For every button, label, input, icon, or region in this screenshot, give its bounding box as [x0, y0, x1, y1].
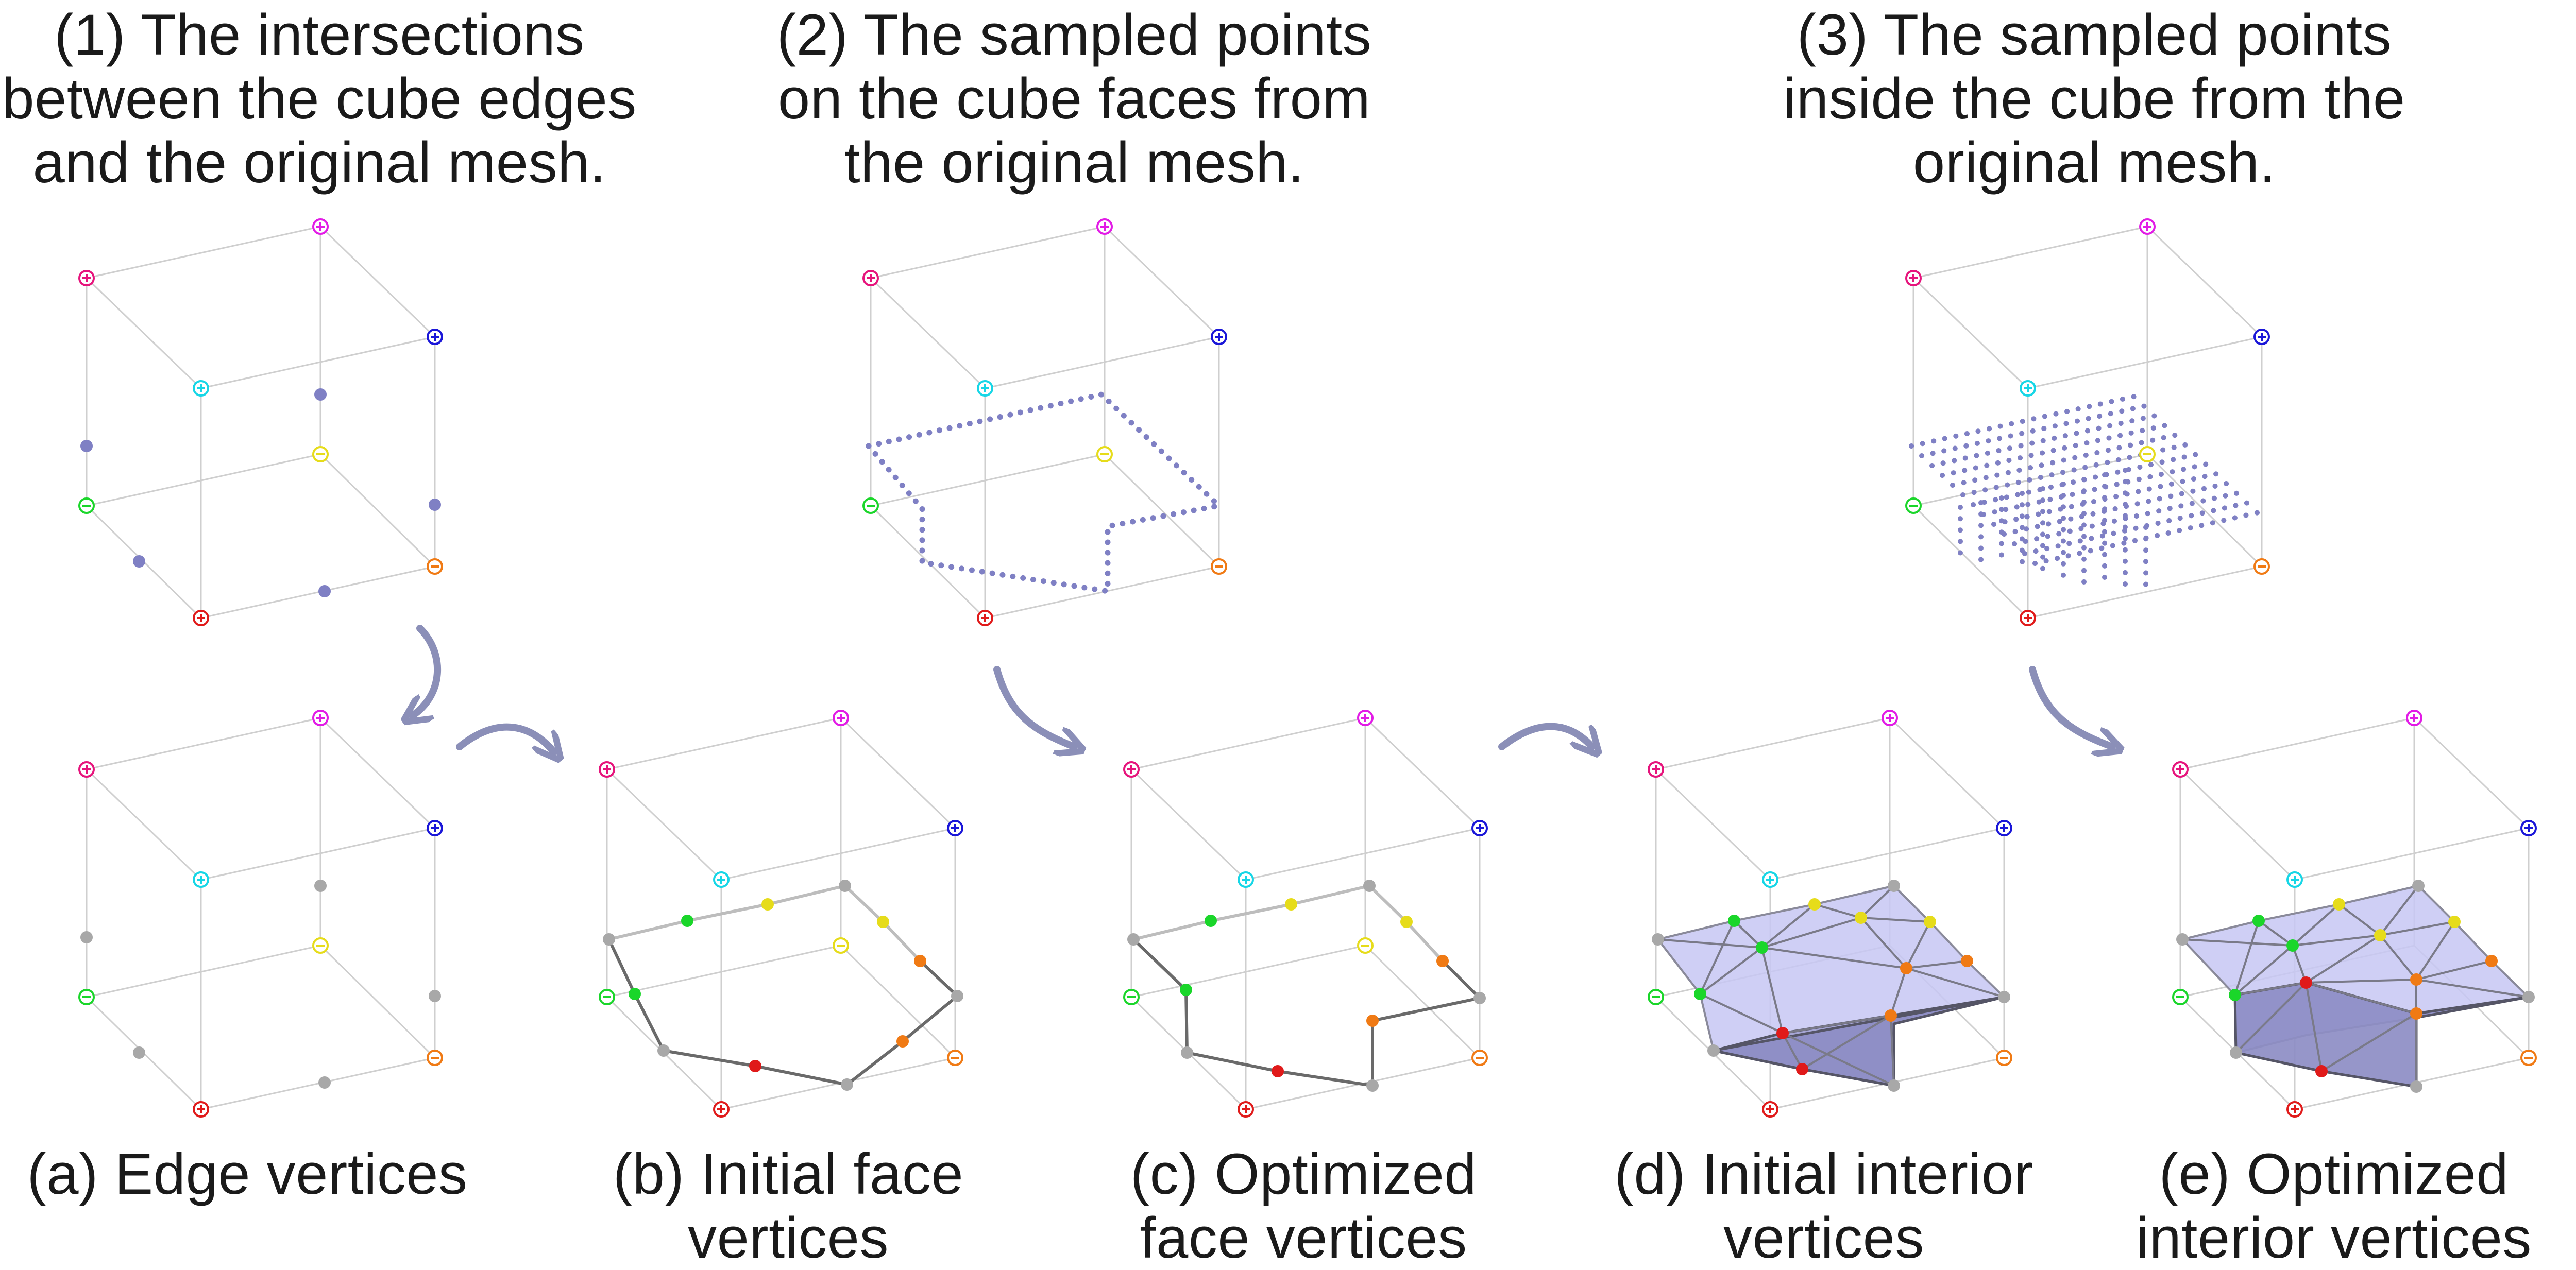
cube-wireframe [606, 717, 956, 1110]
cube-corner-markers [599, 710, 963, 1118]
cube-wireframe [1130, 717, 1481, 1110]
cube-interior-samples [1905, 218, 2270, 626]
cube-initial-interior-vertices [1648, 710, 2012, 1118]
interior-mesh [1657, 885, 2006, 1087]
cube-edge-intersections [78, 218, 443, 626]
cube-optimized-face-vertices [1123, 710, 1488, 1118]
face-sample-points [866, 391, 1222, 595]
edge-vertex-points [80, 880, 441, 1089]
title-interior-samples: (3) The sampled points inside the cube f… [1783, 3, 2405, 195]
face-vertex-points [603, 880, 963, 1091]
face-vertex-polyline [607, 884, 959, 1086]
arrow-down-1 [412, 625, 442, 716]
face-vertex-polyline [1132, 884, 1481, 1087]
arrow-right-1 [456, 723, 554, 752]
arrow-down-2 [993, 666, 1074, 747]
cube-corner-markers [1905, 218, 2270, 626]
caption-initial-face-vertices: (b) Initial face vertices [613, 1142, 964, 1270]
cube-wireframe [870, 226, 1220, 619]
cube-edge-vertices [78, 710, 443, 1118]
arrow-right-2 [1498, 723, 1592, 747]
cube-face-samples [862, 218, 1227, 626]
cube-corner-markers [2172, 710, 2537, 1118]
cube-corner-markers [1123, 710, 1488, 1118]
interior-sample-points [1909, 392, 2263, 595]
cube-corner-markers [78, 710, 443, 1118]
title-face-samples: (2) The sampled points on the cube faces… [776, 3, 1372, 195]
caption-initial-interior-vertices: (d) Initial interior vertices [1614, 1142, 2033, 1270]
interior-mesh [2181, 885, 2530, 1088]
cube-initial-face-vertices [599, 710, 963, 1118]
arrow-down-3 [2029, 666, 2112, 747]
edge-intersection-points [80, 388, 441, 597]
cube-corner-markers [862, 218, 1227, 626]
caption-edge-vertices: (a) Edge vertices [27, 1142, 468, 1206]
cube-corner-markers [1648, 710, 2012, 1118]
caption-optimized-interior-vertices: (e) Optimized interior vertices [2136, 1142, 2532, 1270]
cube-wireframe [1912, 226, 2263, 619]
cube-corner-markers [78, 218, 443, 626]
title-edge-intersections: (1) The intersections between the cube e… [2, 3, 637, 195]
interior-vertex-points [1652, 880, 2010, 1092]
cube-optimized-interior-vertices [2172, 710, 2537, 1118]
flow-arrows [412, 625, 2112, 752]
face-vertex-points [1127, 880, 1486, 1092]
cube-wireframe [86, 226, 436, 619]
interior-vertex-points [2176, 880, 2535, 1093]
